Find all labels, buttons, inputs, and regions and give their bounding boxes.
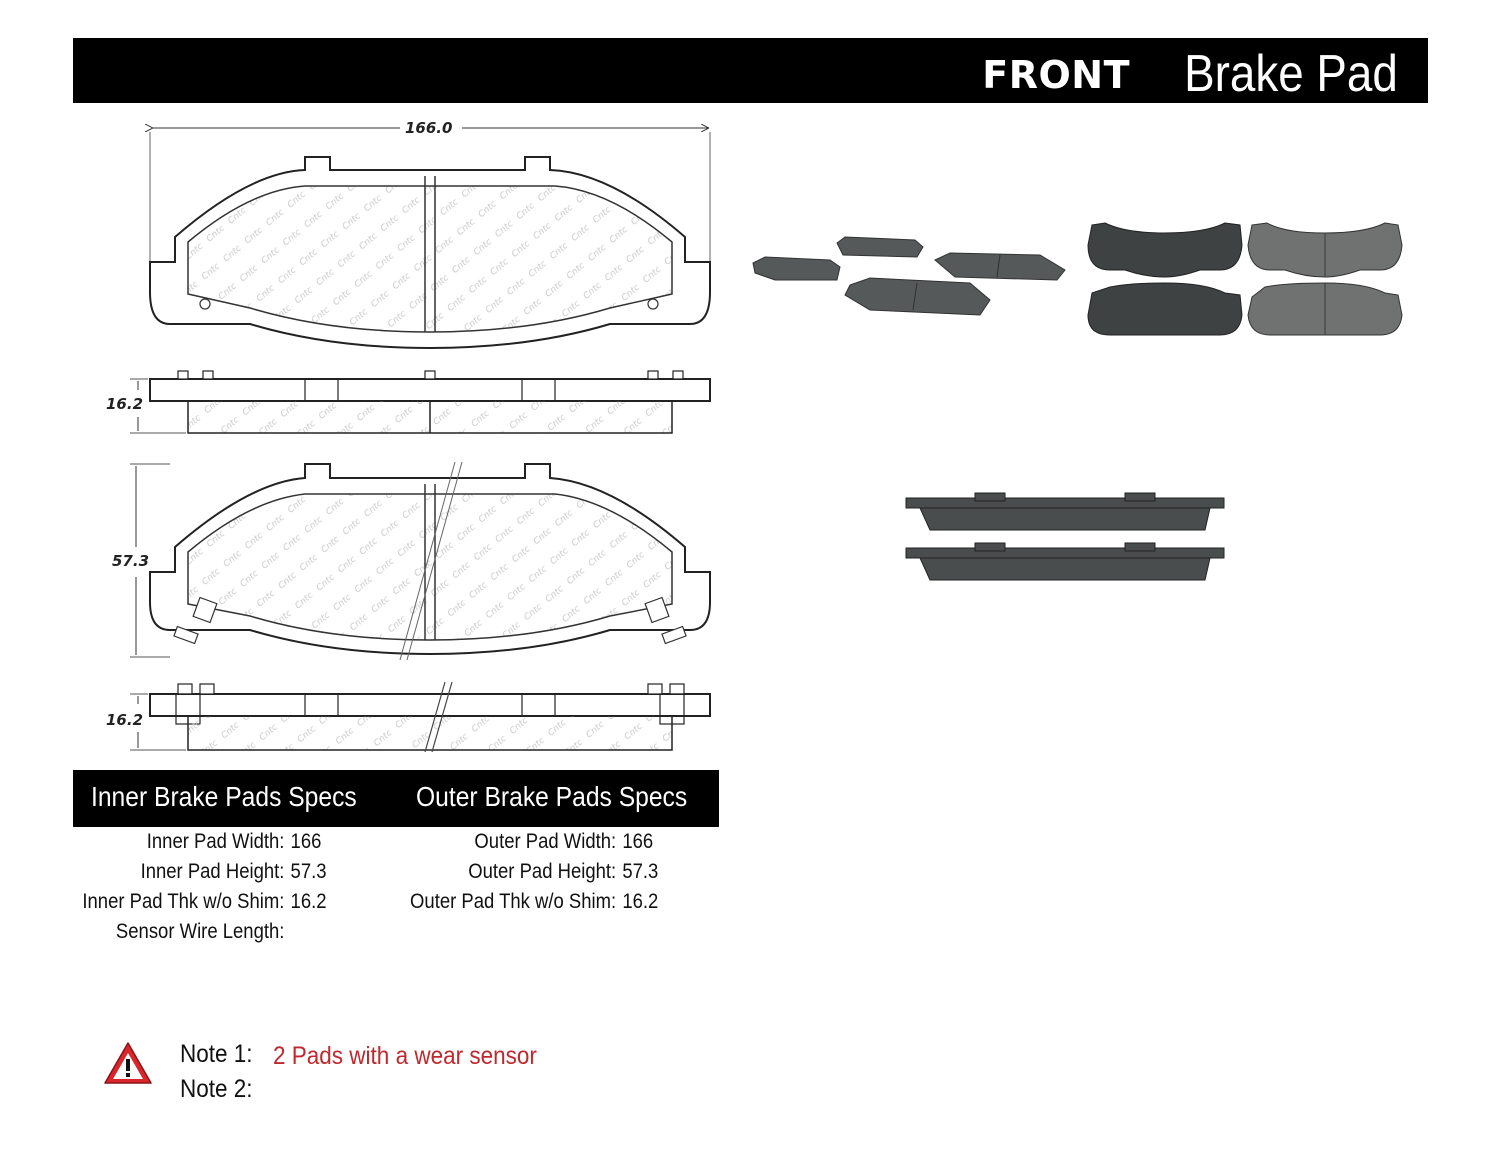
spec-value: 57.3 <box>290 860 327 883</box>
spec-label: Outer Pad Height: <box>468 860 617 883</box>
spec-label: Inner Pad Thk w/o Shim: <box>82 890 285 913</box>
spec-value: 166 <box>290 830 322 853</box>
pad-set-photo-front <box>1080 215 1410 345</box>
spec-label: Outer Pad Thk w/o Shim: <box>410 890 617 913</box>
spec-label: Inner Pad Width: <box>146 830 285 853</box>
specs-header-bar: Inner Brake Pads Specs Outer Brake Pads … <box>73 770 719 827</box>
note-1-label: Note 1: <box>180 1040 253 1068</box>
thk-dim-top-label: 16.2 <box>106 395 143 413</box>
width-dim-label: 166.0 <box>405 119 452 137</box>
spec-label: Outer Pad Width: <box>474 830 617 853</box>
spec-label: Sensor Wire Length: <box>115 920 285 943</box>
outer-pad-side: 16.2 <box>106 681 711 753</box>
note-1-text: 2 Pads with a wear sensor <box>273 1042 537 1070</box>
thk-dim-bottom-label: 16.2 <box>106 711 143 729</box>
inner-pad-side: 16.2 <box>106 370 711 434</box>
spec-label: Inner Pad Height: <box>140 860 285 883</box>
header-title: Brake Pad <box>1184 45 1398 103</box>
warning-triangle-icon <box>104 1042 152 1084</box>
header-position-label: FRONT <box>982 53 1130 97</box>
inner-pad-face <box>149 156 711 350</box>
spec-value: 16.2 <box>290 890 327 913</box>
pad-technical-drawing: Cntc 166.0 <box>106 119 711 753</box>
spec-value: 166 <box>622 830 654 853</box>
width-dimension: 166.0 <box>150 119 711 262</box>
height-dim-label: 57.3 <box>112 552 149 570</box>
outer-specs-heading: Outer Brake Pads Specs <box>416 781 688 812</box>
pad-set-photo-side <box>900 490 1230 590</box>
header-bar: FRONT Brake Pad <box>73 38 1428 103</box>
outer-pad-face: 57.3 <box>112 461 711 661</box>
inner-specs-heading: Inner Brake Pads Specs <box>91 781 357 812</box>
spec-value: 57.3 <box>622 860 659 883</box>
spec-value: 16.2 <box>622 890 659 913</box>
pad-set-photo-angled <box>745 225 1075 335</box>
note-2-label: Note 2: <box>180 1075 253 1103</box>
